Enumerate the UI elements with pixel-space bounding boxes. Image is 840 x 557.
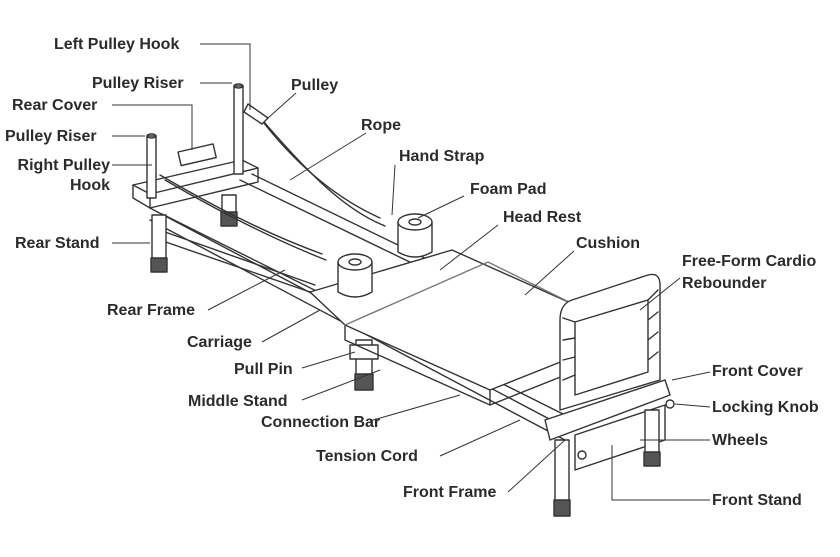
label-head-rest: Head Rest [503,209,582,226]
label-pulley-riser-top: Pulley Riser [92,75,184,92]
label-carriage: Carriage [187,334,252,351]
label-rope: Rope [361,117,401,134]
leader-lines [112,43,711,501]
label-middle-stand: Middle Stand [188,393,288,410]
label-hand-strap: Hand Strap [399,148,485,165]
label-foam-pad: Foam Pad [470,181,547,198]
label-pull-pin: Pull Pin [234,361,293,378]
label-front-cover: Front Cover [712,363,803,380]
rebounder-frame [559,273,661,411]
label-front-stand: Front Stand [712,492,802,509]
front-frame-base [544,379,675,517]
middle-stand-legs [349,339,379,391]
label-pulley-riser: Pulley Riser [5,128,97,145]
label-rebounder-line1: Free-Form Cardio [682,253,817,270]
rear-stand-legs [150,194,238,273]
label-pulley: Pulley [291,77,339,94]
label-front-frame: Front Frame [403,484,497,501]
foam-pads [337,213,433,298]
label-left-pulley-hook: Left Pulley Hook [54,36,180,53]
label-rear-frame: Rear Frame [107,302,196,319]
label-locking-knob: Locking Knob [712,399,819,416]
label-connection-bar: Connection Bar [261,414,381,431]
label-right-pulley-hook-line2: Hook [70,177,110,194]
label-rebounder-line2: Rebounder [682,275,767,292]
label-rear-stand: Rear Stand [15,235,100,252]
label-tension-cord: Tension Cord [316,448,418,465]
label-rear-cover: Rear Cover [12,97,98,114]
pulley-riser-right [146,133,157,199]
label-right-pulley-hook-line1: Right Pulley [17,157,110,174]
pulley-riser-left [233,83,244,175]
label-wheels: Wheels [712,432,769,449]
label-cushion: Cushion [576,235,640,252]
